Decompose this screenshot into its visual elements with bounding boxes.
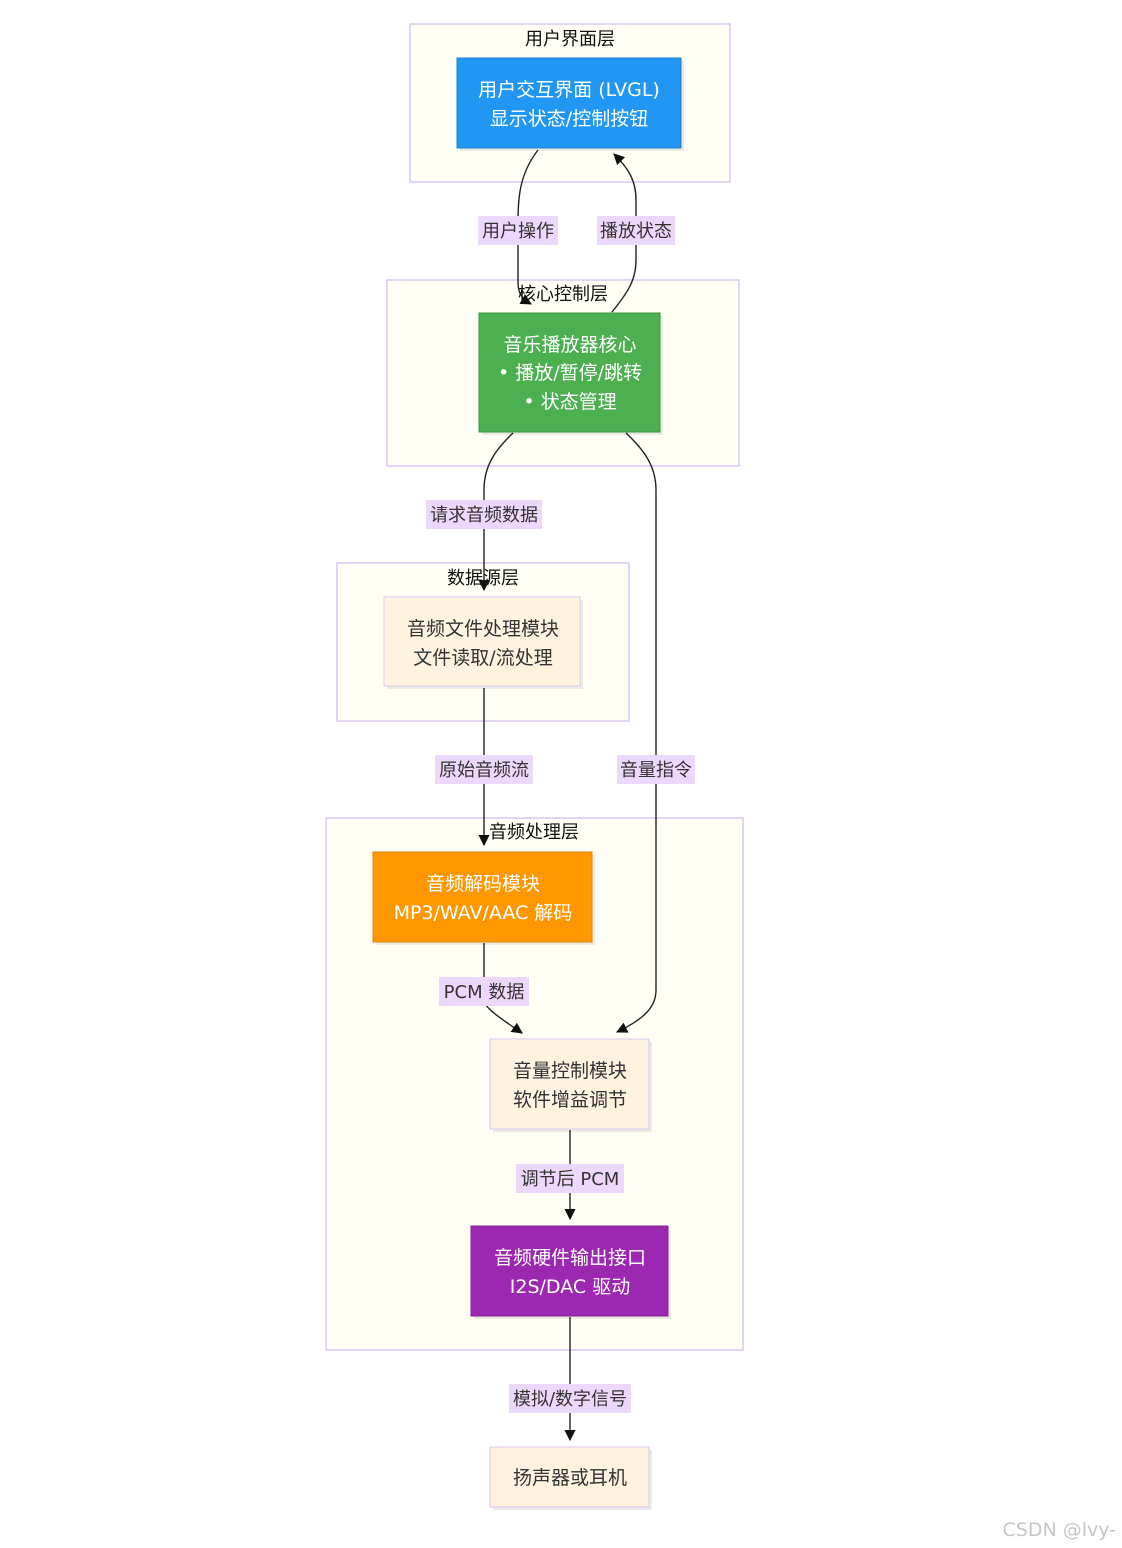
cluster-core-layer: 核心控制层 [386, 279, 740, 467]
node-core-line-3: • 状态管理 [523, 391, 616, 413]
edge-label-signal: 模拟/数字信号 [509, 1384, 631, 1413]
node-player-core: 音乐播放器核心 • 播放/暂停/跳转 • 状态管理 [478, 312, 663, 435]
edge-label-play-state-text: 播放状态 [600, 221, 672, 242]
node-decoder-box [372, 851, 593, 943]
node-hw-box [470, 1225, 669, 1317]
node-volume-module: 音量控制模块 软件增益调节 [489, 1038, 652, 1132]
node-hw-line-2: I2S/DAC 驱动 [510, 1276, 630, 1298]
node-file-box [383, 596, 581, 687]
edge-label-volume-command-text: 音量指令 [620, 760, 692, 781]
node-volume-line-2: 软件增益调节 [513, 1089, 627, 1111]
node-file-line-2: 文件读取/流处理 [413, 647, 552, 669]
node-decoder-module: 音频解码模块 MP3/WAV/AAC 解码 [372, 851, 595, 945]
cluster-audio-label: 音频处理层 [489, 822, 579, 843]
node-hw-line-1: 音频硬件输出接口 [494, 1247, 646, 1269]
node-volume-box [489, 1038, 650, 1130]
node-ui-interface: 用户交互界面 (LVGL) 显示状态/控制按钮 [456, 57, 684, 151]
edge-label-request-audio-text: 请求音频数据 [430, 505, 538, 526]
edge-label-raw-audio-stream-text: 原始音频流 [439, 760, 529, 781]
watermark: CSDN @lvy- [1003, 1519, 1117, 1541]
cluster-core-label: 核心控制层 [518, 284, 608, 305]
edge-label-user-operation: 用户操作 [478, 216, 558, 245]
edge-label-pcm-data: PCM 数据 [439, 977, 529, 1006]
edge-label-play-state: 播放状态 [597, 216, 675, 245]
edge-label-user-operation-text: 用户操作 [482, 221, 554, 242]
node-ui-box [456, 57, 682, 149]
node-core-line-2: • 播放/暂停/跳转 [498, 362, 642, 384]
edge-request-audio [478, 432, 514, 592]
node-core-line-1: 音乐播放器核心 [503, 334, 636, 356]
edge-label-signal-text: 模拟/数字信号 [513, 1389, 627, 1410]
edge-label-raw-audio-stream: 原始音频流 [435, 755, 533, 784]
node-file-line-1: 音频文件处理模块 [407, 618, 559, 640]
node-volume-line-1: 音量控制模块 [513, 1060, 627, 1082]
cluster-ui-label: 用户界面层 [525, 29, 615, 50]
node-ui-line-2: 显示状态/控制按钮 [490, 108, 648, 130]
node-file-module: 音频文件处理模块 文件读取/流处理 [383, 596, 583, 689]
edge-volume-command [615, 432, 657, 1033]
node-ui-line-1: 用户交互界面 (LVGL) [478, 79, 660, 101]
node-decoder-line-2: MP3/WAV/AAC 解码 [394, 902, 573, 924]
node-hardware-output: 音频硬件输出接口 I2S/DAC 驱动 [470, 1225, 671, 1319]
node-core-box [478, 312, 661, 433]
edge-label-request-audio: 请求音频数据 [426, 500, 542, 529]
edge-label-adjusted-pcm: 调节后 PCM [516, 1164, 624, 1193]
node-decoder-line-1: 音频解码模块 [426, 873, 540, 895]
cluster-source-label: 数据源层 [447, 568, 519, 589]
node-speaker-line-1: 扬声器或耳机 [513, 1467, 627, 1489]
edge-label-pcm-data-text: PCM 数据 [444, 982, 525, 1003]
node-speaker: 扬声器或耳机 [489, 1446, 652, 1510]
edge-label-adjusted-pcm-text: 调节后 PCM [521, 1169, 620, 1190]
edge-label-volume-command: 音量指令 [617, 755, 695, 784]
node-speaker-box [489, 1446, 650, 1508]
